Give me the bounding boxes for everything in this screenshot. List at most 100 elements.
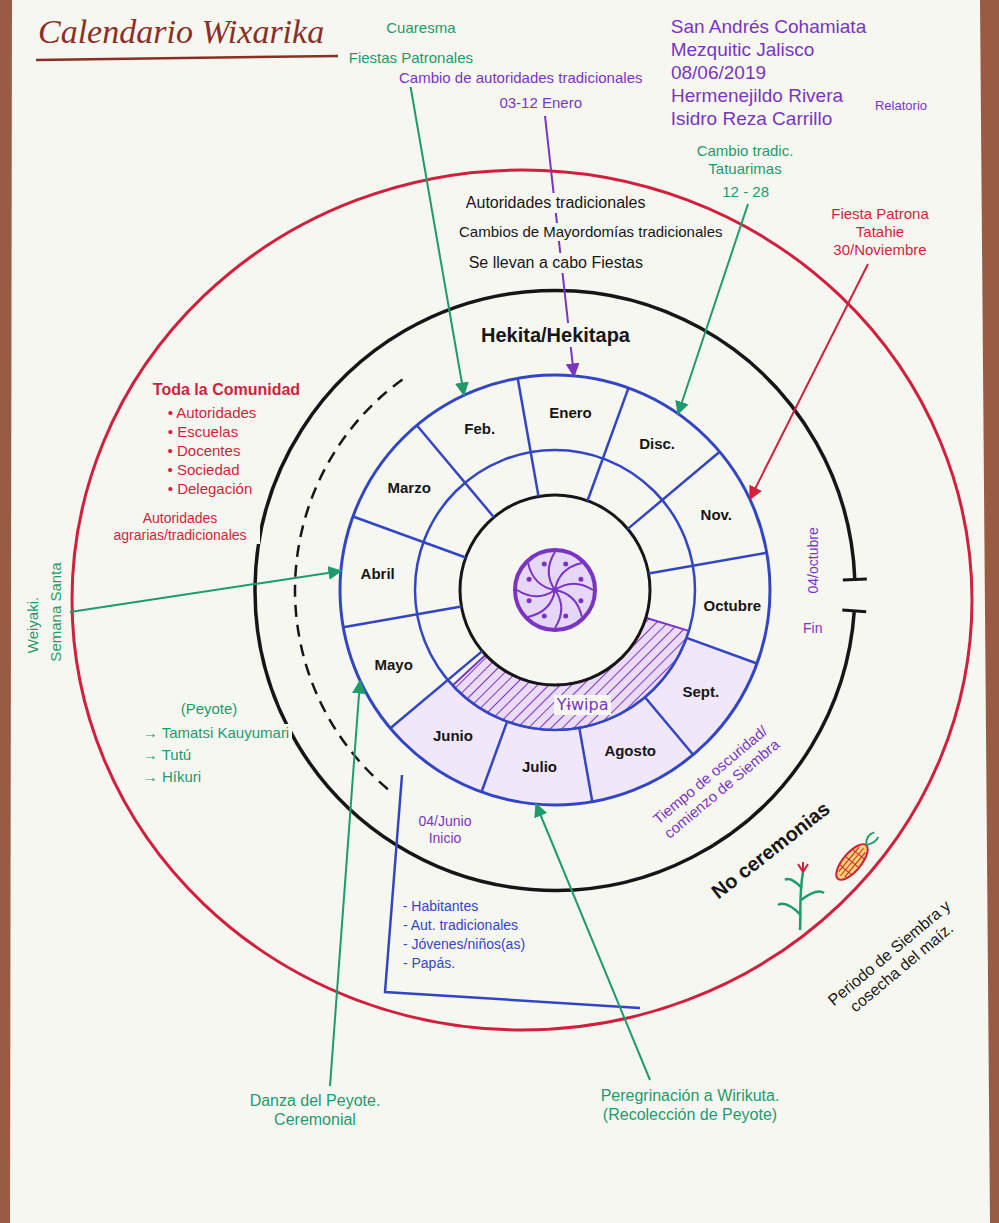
corn-leaf xyxy=(801,892,824,900)
month-divider xyxy=(482,722,508,792)
month-cell: Enero xyxy=(546,403,596,423)
participant: • Autoridades xyxy=(165,404,259,422)
participant: - Jóvenes/niños(as) xyxy=(400,936,528,953)
month-name: Julio xyxy=(522,758,559,776)
month-name: Nov. xyxy=(701,506,734,524)
inner-circle xyxy=(460,495,650,685)
month-name: Feb. xyxy=(464,420,496,438)
center-flower xyxy=(515,550,595,630)
month-name: Mayo xyxy=(375,656,415,674)
corn-cob xyxy=(831,828,883,885)
month-cell: Feb. xyxy=(461,419,499,439)
leader-line xyxy=(536,804,650,1080)
month-name: Disc. xyxy=(639,435,676,453)
event-note: Fiesta Patrona Tatahie 30/Noviembre xyxy=(815,205,945,259)
season-note: Cambios de Mayordomías tradicionales xyxy=(456,223,725,241)
event-note: Weiyaki. xyxy=(24,594,42,656)
peyote-note: → Tutú xyxy=(140,746,194,764)
month-divider xyxy=(588,388,629,501)
ring-break xyxy=(843,578,867,582)
corn-leaf xyxy=(785,879,802,888)
corn-plant xyxy=(778,862,824,930)
peyote-note: → Tamatsi Kauyumari xyxy=(140,724,292,742)
month-name: Marzo xyxy=(388,479,433,497)
date-mark: 04/octubre xyxy=(805,524,822,596)
paper-sheet xyxy=(10,0,990,1223)
month-divider xyxy=(343,607,461,628)
event-note: Peregrinación a Wirikuta. (Recolección d… xyxy=(570,1086,810,1124)
leader-lines xyxy=(70,72,868,1086)
place-name: Mezquitic Jalisco xyxy=(668,39,817,62)
month-dividers xyxy=(343,378,766,801)
month-cell: Octubre xyxy=(701,596,766,616)
month-cell: Marzo xyxy=(385,478,436,498)
month-cell: Nov. xyxy=(698,505,737,525)
date-mark: Fin xyxy=(800,620,825,637)
month-cell: Disc. xyxy=(636,434,679,454)
month-name: Abril xyxy=(361,565,397,583)
flower-disc xyxy=(515,550,595,630)
month-cell: Julio xyxy=(519,757,562,777)
leader-line xyxy=(330,681,360,1086)
event-note: Cambio tradic. Tatuarimas xyxy=(688,142,803,178)
season-note: Se llevan a cabo Fiestas xyxy=(466,253,646,272)
event-note: Fiestas Patronales xyxy=(346,49,476,67)
cob-grid xyxy=(834,842,871,881)
month-cell: Sept. xyxy=(679,682,723,702)
hekita-ring xyxy=(255,290,855,890)
event-note: Danza del Peyote. Ceremonial xyxy=(240,1091,390,1129)
month-name: Octubre xyxy=(704,597,763,615)
date-mark: 04/Junio Inicio xyxy=(410,813,480,847)
leader-line xyxy=(70,571,341,612)
participant: • Docentes xyxy=(165,442,243,460)
month-name: Enero xyxy=(549,404,593,422)
participants-outline xyxy=(385,775,640,1008)
community-ring xyxy=(72,170,972,1030)
dashed-ring xyxy=(295,377,406,789)
place-name: San Andrés Cohamiata xyxy=(668,16,869,39)
corn-leaf xyxy=(778,904,801,915)
season-name: Yɨwipa xyxy=(554,695,611,714)
month-name: Sept. xyxy=(682,683,720,701)
participant: Autoridades agrarias/tradicionales xyxy=(100,510,260,544)
event-note: Cambio de autoridades tradicionales xyxy=(396,69,645,87)
month-cell: Agosto xyxy=(601,741,660,761)
month-divider xyxy=(353,517,466,558)
ring-break xyxy=(842,610,866,612)
author-name: Hermenejildo Rivera xyxy=(668,85,846,108)
month-divider xyxy=(579,728,592,802)
participant: • Escuelas xyxy=(165,423,241,441)
participants-heading: Toda la Comunidad xyxy=(150,380,303,399)
month-ring xyxy=(340,375,770,805)
flower-petals xyxy=(517,552,593,628)
cob-shape xyxy=(831,839,873,884)
event-note: Semana Santa xyxy=(47,560,65,665)
event-note: Cuaresma xyxy=(383,19,458,37)
leader-line xyxy=(750,264,868,499)
season-name: Hekita/Hekitapa xyxy=(479,323,633,347)
corn-tassel xyxy=(798,862,808,872)
participant: • Delegación xyxy=(165,480,255,498)
title-underline xyxy=(36,56,338,60)
corn-stalk xyxy=(800,872,803,930)
month-divider xyxy=(417,425,494,517)
month-divider xyxy=(649,553,767,574)
diagram-title: Calendario Wixarika xyxy=(38,12,326,53)
date-range: 03-12 Enero xyxy=(497,94,585,112)
month-name: Agosto xyxy=(604,742,657,760)
month-cell: Junio xyxy=(430,726,477,746)
month-cell: Abril xyxy=(358,564,400,584)
peyote-note: (Peyote) xyxy=(178,700,240,718)
participant: - Habitantes xyxy=(400,898,481,915)
participant: - Papás. xyxy=(400,955,458,972)
author-name: Isidro Reza Carrillo xyxy=(668,108,835,131)
date: 08/06/2019 xyxy=(668,62,769,85)
date-range: 12 - 28 xyxy=(720,183,772,201)
peyote-note: → Híkuri xyxy=(140,768,204,786)
month-divider xyxy=(518,378,539,496)
month-divider xyxy=(687,638,757,664)
inner-ring xyxy=(415,450,695,730)
